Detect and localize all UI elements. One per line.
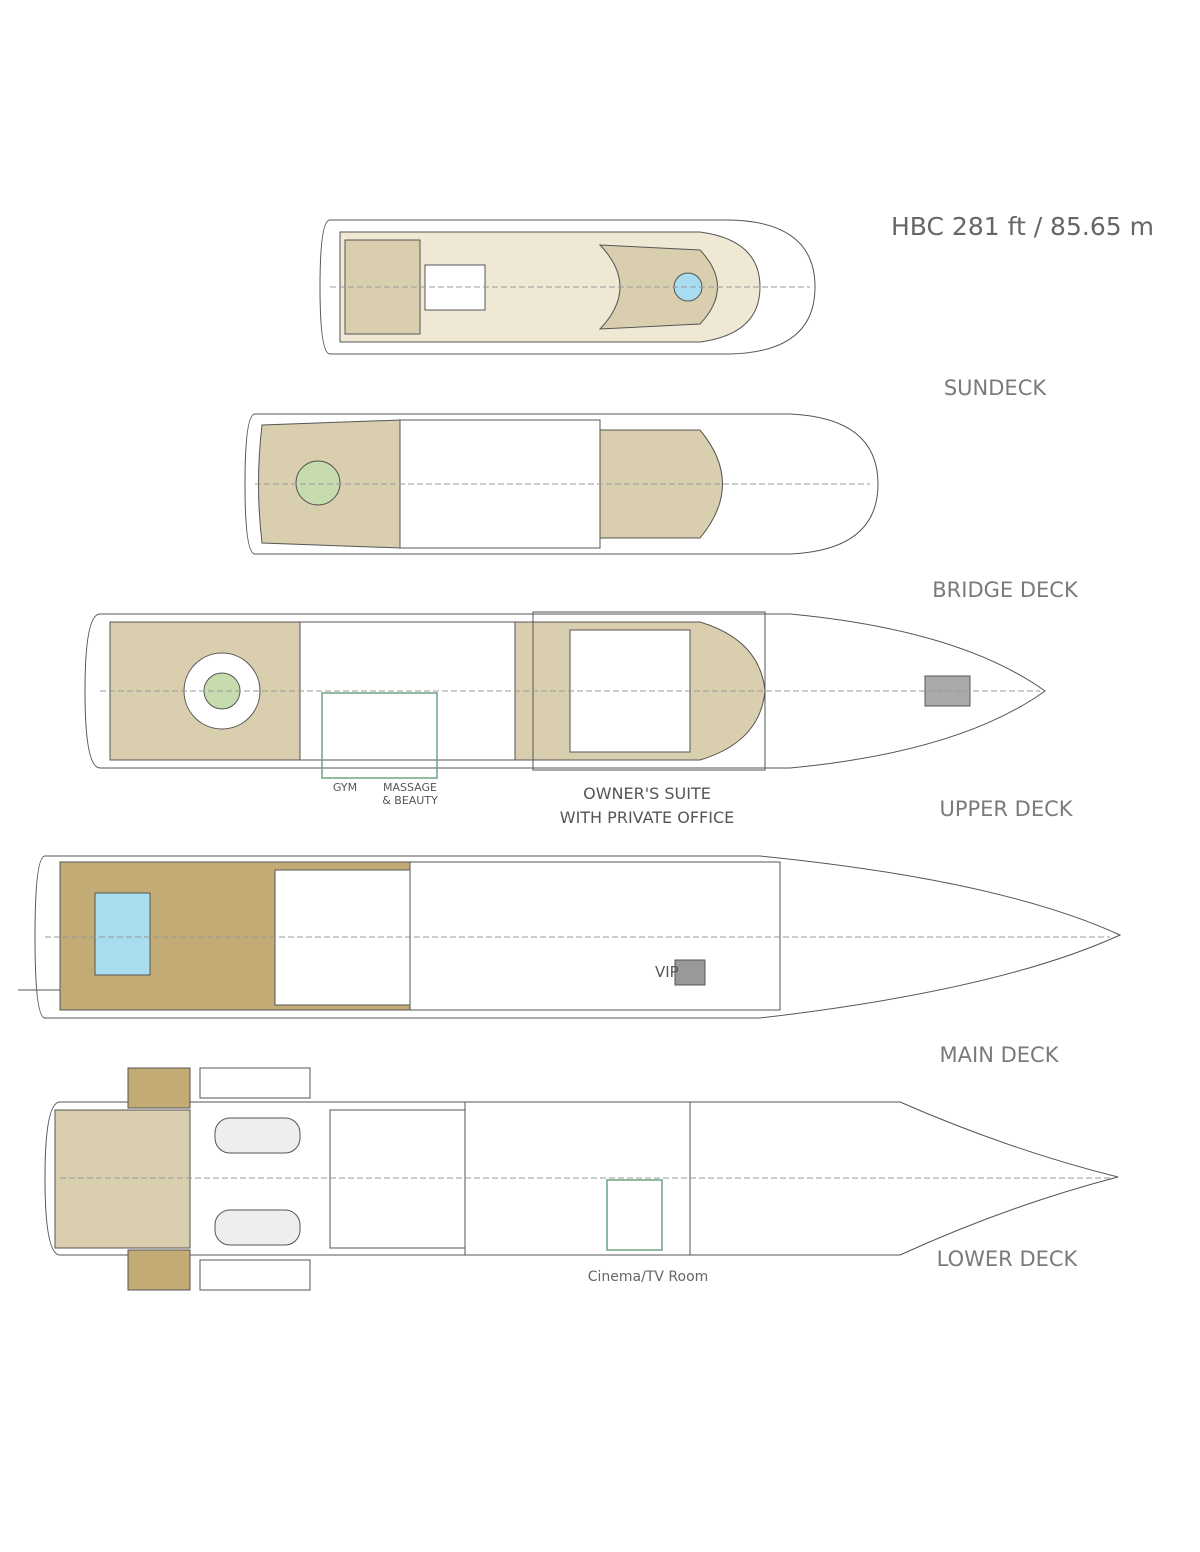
main-deck-plan bbox=[18, 855, 1122, 1019]
vip-bed bbox=[674, 959, 706, 986]
tender-garage-port bbox=[199, 1067, 311, 1099]
owners-suite-callout: OWNER'S SUITE WITH PRIVATE OFFICE bbox=[560, 782, 735, 830]
jacuzzi bbox=[673, 272, 703, 302]
side-door-port bbox=[127, 1067, 191, 1109]
bridge-deck-teak bbox=[258, 419, 723, 549]
tender-garage-starboard bbox=[199, 1259, 311, 1291]
tender-1 bbox=[214, 1117, 301, 1154]
gym-callout: GYM bbox=[332, 781, 358, 794]
side-door-starboard bbox=[127, 1249, 191, 1291]
cinema-callout-box bbox=[606, 1179, 663, 1251]
upper-deck-plan bbox=[84, 611, 1046, 779]
yacht-title: HBC 281 ft / 85.65 m bbox=[891, 212, 1154, 241]
engine-room bbox=[329, 1109, 466, 1249]
main-interior bbox=[409, 861, 781, 1011]
massage-callout-line2: & BEAUTY bbox=[382, 794, 438, 807]
bridge-deck-plan bbox=[244, 413, 879, 555]
sundeck-label: SUNDECK bbox=[943, 376, 1047, 400]
upper-deck-label: UPPER DECK bbox=[939, 797, 1073, 821]
lower-deck-label: LOWER DECK bbox=[936, 1247, 1078, 1271]
massage-callout-line1: MASSAGE bbox=[383, 781, 437, 794]
tender-2 bbox=[214, 1209, 301, 1246]
gym-callout-box bbox=[321, 692, 438, 779]
lower-swim-platform bbox=[54, 1109, 191, 1249]
vip-label: VIP bbox=[655, 963, 679, 981]
bridge-deck-label: BRIDGE DECK bbox=[932, 578, 1078, 602]
dining-table bbox=[295, 460, 341, 506]
massage-callout: MASSAGE & BEAUTY bbox=[382, 781, 438, 807]
sundeck-teak bbox=[344, 239, 718, 335]
sundeck-plan bbox=[319, 219, 816, 355]
lower-deck-hull bbox=[44, 1101, 1119, 1256]
cinema-callout: Cinema/TV Room bbox=[587, 1269, 709, 1285]
main-deck-label: MAIN DECK bbox=[939, 1043, 1059, 1067]
swimming-pool bbox=[94, 892, 151, 976]
lower-deck-plan bbox=[44, 1067, 1119, 1291]
owners-suite-line1: OWNER'S SUITE bbox=[583, 784, 711, 803]
owners-suite-line2: WITH PRIVATE OFFICE bbox=[559, 808, 735, 827]
